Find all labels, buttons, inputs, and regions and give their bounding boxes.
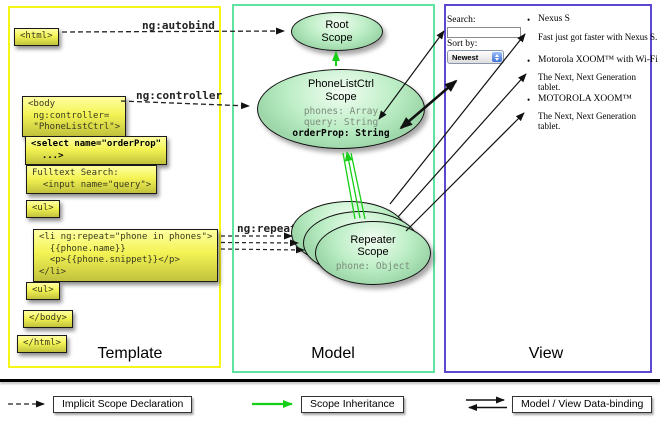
legend-implicit-scope-declaration: Implicit Scope Declaration <box>53 396 193 413</box>
phone-item-desc: Fast just got faster with Nexus S. <box>538 32 658 42</box>
ng-autobind-label: ng:autobind <box>142 19 215 32</box>
code-box-html-close: </html> <box>17 335 67 353</box>
phonelistctrl-scope-ellipse: PhoneListCtrl Scope phones: Array query:… <box>257 69 425 149</box>
model-column-label: Model <box>311 345 355 362</box>
model-column <box>232 4 435 373</box>
prop-phones: phones: Array <box>303 105 379 117</box>
repeater-scope-props: phone: Object <box>336 261 410 272</box>
sortby-select[interactable]: Newest <box>447 50 504 64</box>
ng-repeat-label: ng:repeat <box>237 222 297 235</box>
sortby-selected-value: Newest <box>452 52 479 62</box>
select-stepper-icon <box>492 52 502 62</box>
root-scope-ellipse: Root Scope <box>291 12 383 51</box>
phonelistctrl-scope-title: PhoneListCtrl Scope <box>307 78 375 103</box>
bullet-icon: • <box>527 15 531 25</box>
search-input[interactable] <box>447 27 521 38</box>
prop-orderprop: orderProp: String <box>292 128 390 140</box>
code-box-ul-close: <ul> <box>26 282 60 300</box>
legend-scope-inheritance: Scope Inheritance <box>301 396 404 413</box>
bullet-icon: • <box>527 95 531 105</box>
code-box-select-orderprop: <select name="orderProp" ...> <box>25 136 168 166</box>
phone-item-title: Motorola XOOM™ with Wi-Fi <box>538 55 658 65</box>
code-box-html-open: <html> <box>14 28 59 46</box>
sortby-label: Sort by: <box>447 39 478 49</box>
ng-controller-label: ng:controller <box>136 89 223 102</box>
code-box-body-open: <body ng:controller= "PhoneListCtrl"> <box>22 96 127 138</box>
root-scope-title: Root Scope <box>321 18 353 44</box>
bullet-icon: • <box>527 56 531 66</box>
repeater-scope-title: Repeater Scope <box>350 233 396 259</box>
code-box-fulltext-search: Fulltext Search: <input name="query"> <box>26 165 158 195</box>
phonelistctrl-scope-props: phones: Array query: String orderProp: S… <box>292 106 389 140</box>
code-box-body-close: </body> <box>23 310 73 328</box>
phone-item-title: Nexus S <box>538 14 570 24</box>
repeater-scope-ellipse-front: Repeater Scope phone: Object <box>315 221 431 285</box>
template-column-label: Template <box>97 345 163 362</box>
legend-model-view-data-binding: Model / View Data-binding <box>512 396 653 413</box>
code-box-ul-open: <ul> <box>26 200 60 218</box>
phone-item-desc: The Next, Next Generation tablet. <box>538 72 636 92</box>
phone-item-desc: The Next, Next Generation tablet. <box>538 111 636 131</box>
prop-phone: phone: Object <box>335 260 411 272</box>
phone-item-title: MOTOROLA XOOM™ <box>538 94 632 104</box>
prop-query: query: String <box>303 116 379 128</box>
view-column-label: View <box>528 345 564 362</box>
legend-divider-line <box>0 379 660 382</box>
search-label: Search: <box>447 15 476 25</box>
code-box-li-repeat: <li ng:repeat="phone in phones"> {{phone… <box>33 229 219 282</box>
